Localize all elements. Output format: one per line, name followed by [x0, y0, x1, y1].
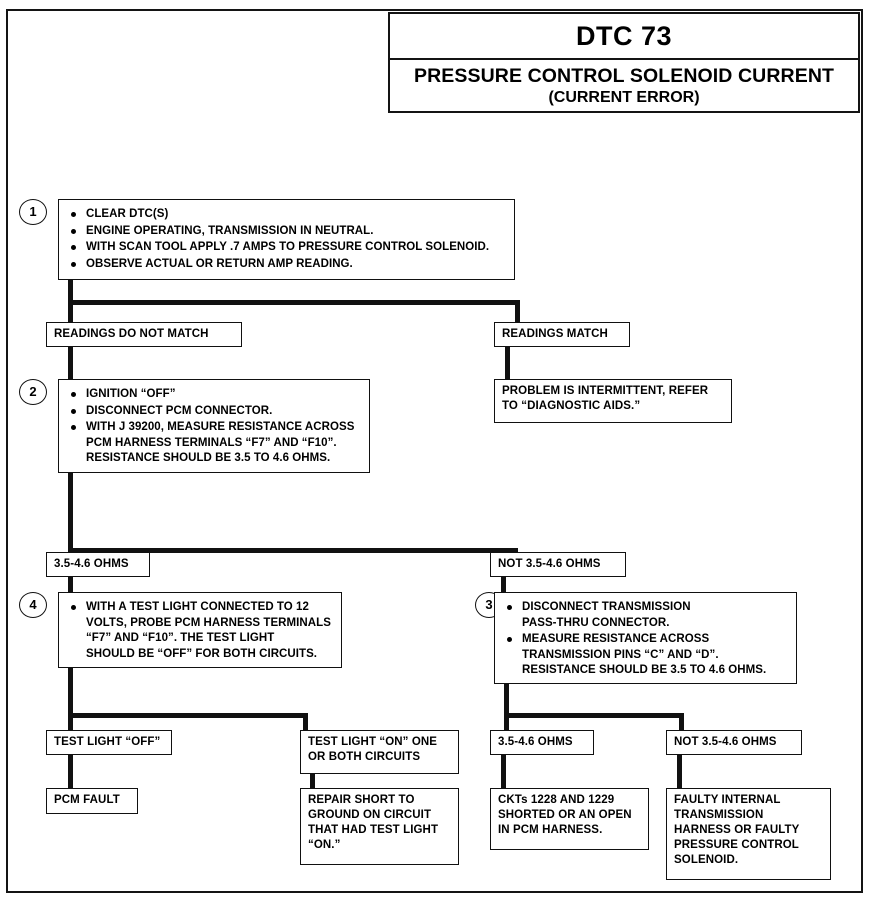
dtc-qualifier: (CURRENT ERROR) [548, 89, 700, 106]
connector-to-readings-match [515, 300, 520, 322]
step-box-1: CLEAR DTC(S) ENGINE OPERATING, TRANSMISS… [58, 199, 515, 280]
outcome-intermittent: PROBLEM IS INTERMITTENT, REFER TO “DIAGN… [494, 379, 732, 423]
step-number-2: 2 [19, 379, 47, 405]
outcome-line: IN PCM HARNESS. [498, 824, 603, 836]
label-ohms-in-range-2: 3.5-4.6 OHMS [490, 730, 594, 755]
dtc-description: PRESSURE CONTROL SOLENOID CURRENT (CURRE… [390, 60, 858, 108]
connector-to-test-light-off [68, 713, 73, 732]
connector-do-not-match-down [68, 347, 73, 379]
outcome-line: SHORTED OR AN OPEN [498, 809, 632, 821]
label-ohms-in-range-1: 3.5-4.6 OHMS [46, 552, 150, 577]
list-item: IGNITION “OFF” [69, 387, 361, 403]
outcome-pcm-fault: PCM FAULT [46, 788, 138, 814]
list-item: WITH J 39200, MEASURE RESISTANCE ACROSS … [69, 420, 361, 467]
title-block: DTC 73 PRESSURE CONTROL SOLENOID CURRENT… [388, 12, 860, 113]
page-border [6, 9, 863, 893]
label-text: TEST LIGHT “OFF” [54, 736, 161, 748]
step-number-1: 1 [19, 199, 47, 225]
outcome-line: THAT HAD TEST LIGHT [308, 824, 439, 836]
connector-step1-split [68, 300, 520, 305]
connector-ohms-not-in-range-1-down [501, 577, 506, 595]
connector-ohms-in-range-1-down [68, 577, 73, 595]
outcome-line: “ON.” [308, 839, 341, 851]
step-3-bullet-list: DISCONNECT TRANSMISSION PASS-THRU CONNEC… [505, 600, 788, 679]
label-line: OR BOTH CIRCUITS [308, 751, 421, 763]
outcome-line: OR [734, 824, 752, 836]
outcome-text: PCM FAULT [54, 794, 120, 806]
connector-to-test-light-on [303, 713, 308, 732]
label-text: NOT 3.5-4.6 OHMS [674, 736, 777, 748]
connector-step4-split [68, 713, 308, 718]
outcome-line: FAULTY PRESSURE [674, 824, 800, 851]
label-ohms-not-in-range-2: NOT 3.5-4.6 OHMS [666, 730, 802, 755]
outcome-line: PROBLEM IS INTERMITTENT, [502, 385, 666, 397]
step-box-2: IGNITION “OFF” DISCONNECT PCM CONNECTOR.… [58, 379, 370, 473]
connector-ohms-not-in-range-2-down [677, 755, 682, 788]
outcome-line: FAULTY INTERNAL [674, 794, 781, 806]
list-item: MEASURE RESISTANCE ACROSS TRANSMISSION P… [505, 632, 788, 679]
outcome-line: CONTROL SOLENOID. [674, 839, 799, 866]
label-ohms-not-in-range-1: NOT 3.5-4.6 OHMS [490, 552, 626, 577]
label-text: READINGS MATCH [502, 328, 608, 340]
list-item: OBSERVE ACTUAL OR RETURN AMP READING. [69, 257, 506, 273]
connector-step3-down [504, 684, 509, 730]
dtc-code: DTC 73 [390, 14, 858, 60]
outcome-line: CKTs 1228 AND 1229 [498, 794, 615, 806]
connector-step1-down [68, 280, 73, 305]
connector-step2-split [68, 548, 518, 553]
label-test-light-on: TEST LIGHT “ON” ONE OR BOTH CIRCUITS [300, 730, 459, 774]
step-2-bullet-list: IGNITION “OFF” DISCONNECT PCM CONNECTOR.… [69, 387, 361, 467]
outcome-line: REPAIR SHORT TO [308, 794, 415, 806]
label-readings-do-not-match: READINGS DO NOT MATCH [46, 322, 242, 347]
outcome-ckt-short-open: CKTs 1228 AND 1229 SHORTED OR AN OPEN IN… [490, 788, 649, 850]
label-text: READINGS DO NOT MATCH [54, 328, 209, 340]
outcome-faulty-harness-solenoid: FAULTY INTERNAL TRANSMISSION HARNESS OR … [666, 788, 831, 880]
outcome-line: REFER TO “DIAGNOSTIC AIDS.” [502, 385, 709, 412]
connector-step4-down [68, 668, 73, 730]
step-1-bullet-list: CLEAR DTC(S) ENGINE OPERATING, TRANSMISS… [69, 207, 506, 272]
label-line: TEST LIGHT “ON” ONE [308, 736, 438, 748]
step-box-4: WITH A TEST LIGHT CONNECTED TO 12 VOLTS,… [58, 592, 342, 668]
list-item: WITH SCAN TOOL APPLY .7 AMPS TO PRESSURE… [69, 240, 506, 256]
connector-test-light-off-down [68, 755, 73, 788]
outcome-line: GROUND ON CIRCUIT [308, 809, 432, 821]
list-item: DISCONNECT TRANSMISSION PASS-THRU CONNEC… [505, 600, 788, 631]
list-item: WITH A TEST LIGHT CONNECTED TO 12 VOLTS,… [69, 600, 333, 662]
list-item: ENGINE OPERATING, TRANSMISSION IN NEUTRA… [69, 224, 506, 240]
label-text: 3.5-4.6 OHMS [54, 558, 129, 570]
connector-step2-down [68, 473, 73, 553]
dtc-name: PRESSURE CONTROL SOLENOID CURRENT [413, 65, 835, 87]
label-test-light-off: TEST LIGHT “OFF” [46, 730, 172, 755]
label-text: 3.5-4.6 OHMS [498, 736, 573, 748]
connector-step3-split [504, 713, 684, 718]
outcome-repair-short: REPAIR SHORT TO GROUND ON CIRCUIT THAT H… [300, 788, 459, 865]
connector-match-down [505, 347, 510, 379]
connector-to-readings-do-not-match [68, 300, 73, 322]
step-box-3: DISCONNECT TRANSMISSION PASS-THRU CONNEC… [494, 592, 797, 684]
connector-to-ohms-in-range-2 [504, 713, 509, 732]
label-text: NOT 3.5-4.6 OHMS [498, 558, 601, 570]
list-item: DISCONNECT PCM CONNECTOR. [69, 404, 361, 420]
connector-ohms-in-range-2-down [501, 755, 506, 788]
list-item: CLEAR DTC(S) [69, 207, 506, 223]
step-number-4: 4 [19, 592, 47, 618]
outcome-line: TRANSMISSION HARNESS [674, 809, 764, 836]
connector-test-light-on-down [310, 774, 315, 788]
label-readings-match: READINGS MATCH [494, 322, 630, 347]
step-4-bullet-list: WITH A TEST LIGHT CONNECTED TO 12 VOLTS,… [69, 600, 333, 662]
connector-to-ohms-not-in-range-2 [679, 713, 684, 732]
